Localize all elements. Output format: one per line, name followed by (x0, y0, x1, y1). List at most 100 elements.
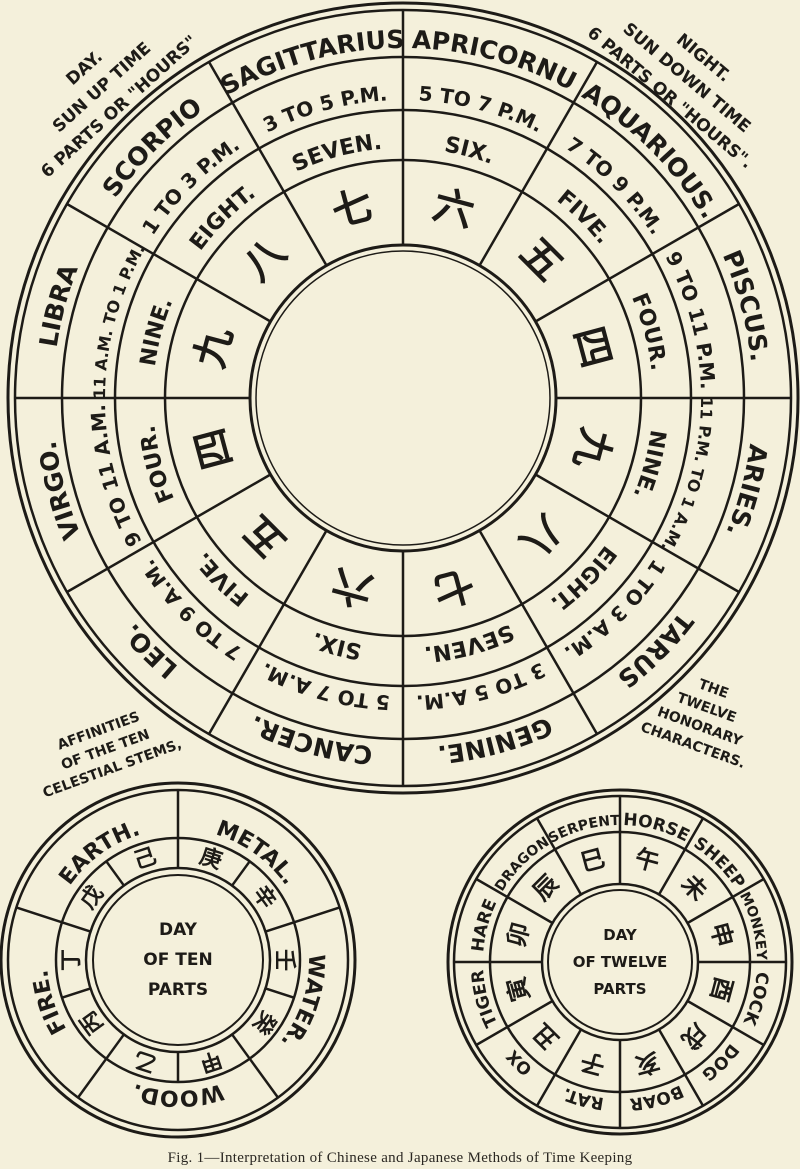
element-label: METAL. (213, 816, 302, 889)
numeral-character: 九 (187, 322, 241, 372)
celestial-stem-character: 壬 (273, 949, 298, 971)
time-label-text: 11 A.M. TO 1 P.M. (90, 241, 149, 399)
celestial-stem-character: 己 (131, 843, 160, 874)
earthly-branch-character: 巳 (578, 846, 608, 877)
sector-divider (534, 473, 740, 594)
center-label: DAY (603, 926, 638, 944)
number-label-text: NINE. (136, 294, 178, 368)
number-label: FOUR. (136, 424, 180, 506)
element-divider (248, 1057, 279, 1099)
sector-divider (66, 473, 272, 594)
time-label: 11 A.M. TO 1 P.M. (90, 241, 149, 399)
earthly-branch-character: 卯 (503, 920, 535, 950)
number-label: FOUR. (626, 290, 670, 372)
element-label-text: EARTH. (55, 816, 143, 889)
sector-divider (535, 817, 583, 896)
numeral-character: 四 (187, 424, 241, 474)
number-label-text: FOUR. (626, 290, 670, 372)
zodiac-label: PISCUS. (717, 246, 774, 363)
sector-divider (478, 529, 599, 735)
sector-divider (475, 999, 554, 1047)
animal-label-text: HORSE (623, 810, 693, 846)
time-label-text: 5 TO 7 A.M. (257, 658, 391, 715)
time-label-text: 3 TO 5 A.M. (416, 658, 550, 715)
sector-divider (478, 61, 599, 267)
celestial-stem-character: 甲 (197, 1046, 226, 1077)
element-divider (293, 906, 341, 924)
animal-label: OX (503, 1046, 537, 1080)
sector-divider (657, 817, 705, 896)
element-divider (77, 1057, 108, 1099)
numeral-character: 八 (234, 229, 295, 290)
earthly-branch-character: 亥 (632, 1047, 662, 1080)
numeral-character: 五 (512, 229, 572, 289)
numeral-character: 六 (429, 182, 479, 236)
hub-circle-inner (92, 874, 264, 1046)
sector-divider (207, 61, 328, 267)
outer-rim (0, 781, 357, 1139)
sector-divider (66, 202, 272, 323)
animal-label: SERPENT (546, 813, 621, 847)
number-label: NINE. (136, 294, 178, 368)
animal-label-text: OX (503, 1046, 537, 1080)
zodiac-label-text: ARIES. (721, 442, 773, 541)
ten-parts-wheel: EARTH.METAL.WATER.WOOD.FIRE.庚辛壬癸甲乙丙丁戊己DA… (0, 781, 357, 1139)
earthly-branch-character: 寅 (502, 974, 535, 1004)
animal-label-text: MONKEY (736, 890, 769, 962)
time-label: 11 P.M. TO 1 A.M. (657, 397, 716, 555)
sector-divider (686, 999, 765, 1047)
number-label-text: NINE. (628, 428, 670, 502)
element-divider (15, 906, 63, 924)
twelve-parts-wheel: HORSESHEEPMONKEYCOCKDOGBOARRAT.OXTIGERHA… (446, 788, 794, 1136)
center-label: PARTS (593, 980, 646, 998)
stem-divider (61, 987, 91, 999)
animal-label: HORSE (623, 810, 693, 846)
numeral-character: 五 (234, 507, 294, 567)
animal-label-text: TIGER (468, 969, 502, 1030)
earthly-branch-character: 酉 (705, 974, 736, 1004)
stem-divider (105, 860, 125, 887)
earthly-branch-character: 戌 (676, 1018, 712, 1054)
hub-circle (248, 243, 558, 553)
earthly-branch-character: 子 (578, 1047, 608, 1078)
numeral-character: 七 (327, 182, 377, 236)
time-label-text: 11 P.M. TO 1 A.M. (657, 397, 716, 555)
number-label: NINE. (628, 428, 670, 502)
outer-rim (6, 1, 800, 795)
numeral-character: 四 (565, 322, 619, 372)
stem-divider (61, 921, 91, 933)
stem-divider (265, 921, 295, 933)
sector-divider (657, 1028, 705, 1107)
center-label: PARTS (148, 980, 208, 1000)
sector-divider (207, 529, 328, 735)
element-label: EARTH. (55, 816, 143, 889)
stem-divider (105, 1033, 125, 1060)
hub-circle-inner (255, 250, 551, 546)
time-label: 3 TO 5 A.M. (416, 658, 550, 715)
celestial-stem-character: 庚 (197, 843, 226, 874)
stem-divider (231, 1033, 251, 1060)
center-label: OF TEN (143, 950, 212, 970)
numeral-character: 八 (511, 507, 572, 568)
number-label-text: FOUR. (136, 424, 180, 506)
animal-label: MONKEY (736, 890, 769, 962)
numeral-character: 九 (565, 424, 619, 474)
zodiac-label-text: PISCUS. (717, 246, 774, 363)
sector-divider (534, 202, 740, 323)
time-label-text: 5 TO 7 P.M. (418, 81, 547, 137)
numeral-character: 七 (429, 560, 479, 614)
earthly-branch-character: 未 (676, 870, 712, 906)
earthly-branch-character: 申 (705, 920, 737, 950)
hub-circle-inner (547, 889, 693, 1035)
animal-label: TIGER (468, 969, 502, 1030)
center-label: DAY (159, 920, 198, 940)
earthly-branch-character: 辰 (529, 871, 564, 906)
celestial-stem-character: 丁 (59, 949, 84, 971)
time-label: 5 TO 7 A.M. (257, 658, 391, 715)
time-label-text: 3 TO 5 P.M. (259, 81, 388, 137)
element-label-text: METAL. (213, 816, 302, 889)
figure-caption: Fig. 1—Interpretation of Chinese and Jap… (167, 1150, 633, 1166)
